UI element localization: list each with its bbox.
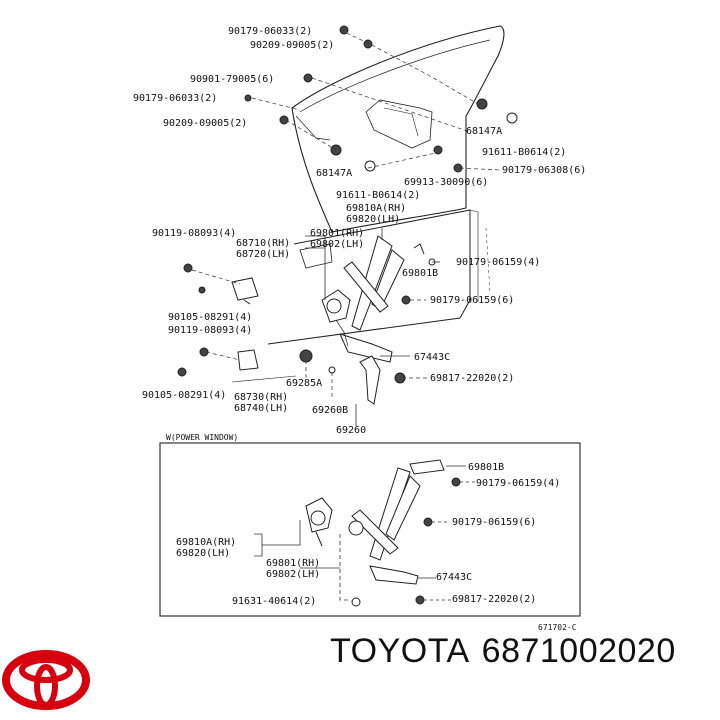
part-label: 90209-09005(2)	[163, 118, 247, 129]
part-label: 90179-06308(6)	[502, 165, 586, 176]
inset-frame	[159, 442, 581, 617]
part-label: 68730(RH)	[234, 392, 288, 403]
inset-regulator-drawing	[305, 459, 445, 585]
ref-code: 671702-C	[538, 623, 577, 632]
inset-leaders	[254, 465, 476, 601]
fastener-markers	[177, 25, 518, 384]
part-label: 90119-08093(4)	[168, 325, 252, 336]
part-label: 69260B	[312, 405, 348, 416]
door-frame-drawing	[231, 209, 491, 405]
main-part-labels: 90179-06033(2) 90209-09005(2) 90901-7900…	[133, 26, 586, 436]
part-label: 69820(LH)	[346, 214, 400, 225]
inset-part-label: 91631-40614(2)	[232, 596, 316, 607]
part-label: 91611-B0614(2)	[336, 190, 420, 201]
part-label: 69801(RH)	[310, 228, 364, 239]
part-label: 91611-B0614(2)	[482, 147, 566, 158]
inset-part-label: 69801B	[468, 462, 504, 473]
part-label: 68147A	[316, 168, 352, 179]
part-label: 90179-06033(2)	[133, 93, 217, 104]
part-label: 69817-22020(2)	[430, 373, 514, 384]
part-label: 90179-06159(6)	[430, 295, 514, 306]
part-label: 90209-09005(2)	[250, 40, 334, 51]
part-label: 68740(LH)	[234, 403, 288, 414]
inset-part-label: 69817-22020(2)	[452, 594, 536, 605]
part-label: 68147A	[466, 126, 502, 137]
inset-part-label: 69820(LH)	[176, 548, 230, 559]
brand-line: TOYOTA 6871002020	[330, 632, 714, 688]
part-label: 90105-08291(4)	[142, 390, 226, 401]
inset-fasteners	[351, 477, 461, 607]
part-label: 69913-30090(6)	[404, 177, 488, 188]
part-label: 90901-79005(6)	[190, 74, 274, 85]
inset-part-label: 90179-06159(4)	[476, 478, 560, 489]
inset-part-label: 69810A(RH)	[176, 537, 236, 548]
part-label: 69802(LH)	[310, 239, 364, 250]
part-label: 69260	[336, 425, 366, 436]
part-label: 69801B	[402, 268, 438, 279]
inset-title: W(POWER WINDOW)	[166, 433, 238, 442]
leader-lines-solid	[305, 228, 440, 426]
inset-part-label: 69802(LH)	[266, 569, 320, 580]
part-number: 6871002020	[481, 632, 676, 670]
toyota-logo	[2, 650, 90, 710]
part-label: 68710(RH)	[236, 238, 290, 249]
part-label: 69810A(RH)	[346, 203, 406, 214]
part-label: 90179-06159(4)	[456, 257, 540, 268]
power-window-inset: W(POWER WINDOW) 6	[159, 433, 581, 617]
inset-part-label: 67443C	[436, 572, 472, 583]
brand-name: TOYOTA	[330, 632, 470, 670]
part-label: 90179-06033(2)	[228, 26, 312, 37]
part-label: 69285A	[286, 378, 322, 389]
part-label: 67443C	[414, 352, 450, 363]
inset-part-label: 69801(RH)	[266, 558, 320, 569]
inset-part-label: 90179-06159(6)	[452, 517, 536, 528]
part-label: 90119-08093(4)	[152, 228, 236, 239]
leader-lines	[191, 29, 501, 400]
part-label: 90105-08291(4)	[168, 312, 252, 323]
part-label: 68720(LH)	[236, 249, 290, 260]
